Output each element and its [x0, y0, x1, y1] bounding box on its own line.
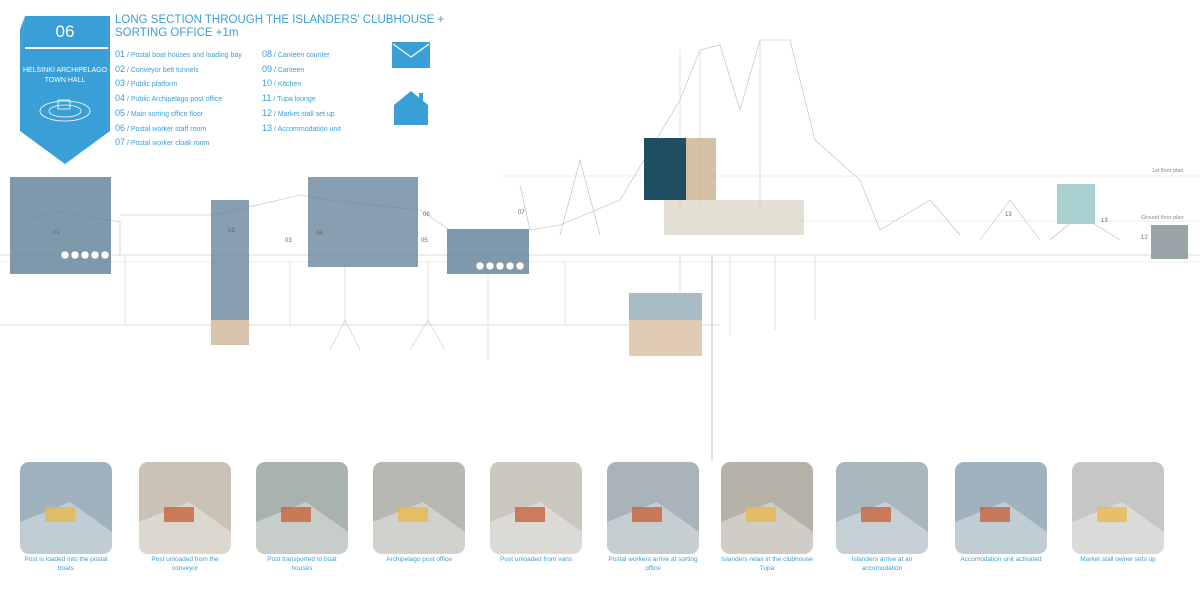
vignette-image [256, 462, 348, 554]
vignette-image [836, 462, 928, 554]
house-icon [394, 91, 428, 125]
envelope-icon [392, 42, 430, 68]
section-label-04: 04 [316, 231, 323, 237]
legend-number: 10 [262, 78, 273, 89]
vignette-caption: Accomodation unit activated [960, 556, 1042, 563]
highlight-post-office [308, 177, 418, 267]
project-badge: 06 HELSINKI ARCHIPELAGO TOWN HALL [20, 16, 110, 166]
legend-number: 06 [115, 122, 126, 133]
long-section-drawing [0, 39, 1200, 460]
legend-number: 08 [262, 49, 273, 59]
legend-label: Public Archipelago post office [130, 96, 223, 104]
legend-label: Postal boat houses and loading bay [130, 52, 242, 59]
section-label-01: 01 [53, 230, 60, 236]
vignette-caption: Post unloaded from the conveyor [151, 556, 219, 572]
legend-item: 11 / Tupa lounge [262, 93, 316, 104]
level-ground-floor: Ground floor plan [1141, 215, 1184, 221]
level-first-floor: 1st floor plan [1152, 168, 1184, 174]
legend-label: Postal worker cloak room [130, 140, 210, 148]
legend-item: 07 / Postal worker cloak room [115, 137, 210, 148]
page-title: LONG SECTION THROUGH THE ISLANDERS' CLUB… [115, 14, 445, 39]
legend-label: Market stall set up [277, 110, 335, 118]
section-label-13b: 13 [1101, 218, 1108, 224]
legend-number: 05 [115, 107, 126, 118]
legend-item: 04 / Public Archipelago post office [115, 93, 223, 104]
legend-item: 09 / Canteen [262, 63, 305, 74]
vignette-image [139, 462, 231, 554]
badge-number: 06 [55, 22, 75, 41]
vignette-image [373, 462, 465, 554]
legend-item: 05 / Main sorting office floor [115, 107, 204, 118]
legend-number: 13 [262, 122, 273, 133]
legend-number: 02 [115, 63, 126, 74]
legend-label: Main sorting office floor [130, 110, 204, 118]
legend-number: 07 [115, 137, 126, 148]
vignette-caption: Islanders relax in the clubhouse Tupa [721, 556, 813, 572]
vignette-image [607, 462, 699, 554]
legend-item: 13 / Accommodation unit [262, 122, 341, 133]
vignette-caption: Islanders arrive at an accomodation [851, 556, 913, 572]
legend-item: 03 / Public platform [115, 78, 178, 89]
section-label-03: 03 [285, 238, 292, 244]
badge-name: HELSINKI ARCHIPELAGO TOWN HALL [22, 67, 108, 84]
legend-item: 01 / Postal boat houses and loading bay [115, 49, 242, 59]
legend-col-2: 08 / Canteen counter 09 / Canteen 10 / Kit… [262, 48, 341, 136]
legend-label: Postal worker staff room [130, 125, 207, 133]
section-label-02: 02 [228, 228, 235, 234]
legend-item: 02 / Conveyor belt tunnels [115, 63, 199, 74]
vignette-caption: Market stall owner sets up [1080, 556, 1156, 563]
vignette-caption: Post transported to boat houses [267, 556, 337, 572]
vignette-image [490, 462, 582, 554]
highlight-boat-house [10, 177, 111, 274]
highlight-accommodation [1057, 184, 1095, 224]
legend-number: 12 [262, 107, 273, 118]
vignette-caption: Archipelago post office [386, 556, 452, 563]
legend-label: Kitchen [277, 81, 302, 89]
legend-item: 06 / Postal worker staff room [115, 122, 207, 133]
section-label-06: 06 [423, 212, 430, 218]
legend-label: Accommodation unit [277, 125, 341, 133]
badge-shape [20, 16, 110, 164]
legend-label: Canteen [277, 66, 305, 74]
legend-label: Public platform [130, 81, 178, 89]
legend-number: 03 [115, 78, 126, 89]
vignette-caption: Post unloaded from vans [500, 556, 572, 563]
legend-number: 04 [115, 93, 126, 104]
section-label-12: 12 [1141, 235, 1148, 241]
section-label-05: 05 [421, 238, 428, 244]
vignette-caption: Post is loaded into the postal boats [24, 556, 108, 572]
legend-item: 10 / Kitchen [262, 78, 302, 89]
highlight-canteen [644, 138, 686, 200]
legend-label: Canteen counter [277, 52, 330, 59]
vignette-image [955, 462, 1047, 554]
legend-number: 11 [262, 93, 272, 104]
legend-item: 12 / Market stall set up [262, 107, 335, 118]
legend-item: 08 / Canteen counter [262, 49, 330, 59]
vignette-image [20, 462, 112, 554]
highlight-market-stall [1151, 225, 1188, 259]
legend-number: 01 [115, 49, 126, 59]
legend-number: 09 [262, 63, 273, 74]
legend-label: Conveyor belt tunnels [130, 66, 199, 74]
section-label-13a: 13 [1005, 212, 1012, 218]
vignette-caption: Postal workers arrive at sorting office [608, 556, 698, 572]
legend-label: Tupa lounge [277, 96, 316, 104]
vignette-image [1072, 462, 1164, 554]
vignette-image [721, 462, 813, 554]
section-label-07: 07 [518, 210, 525, 216]
